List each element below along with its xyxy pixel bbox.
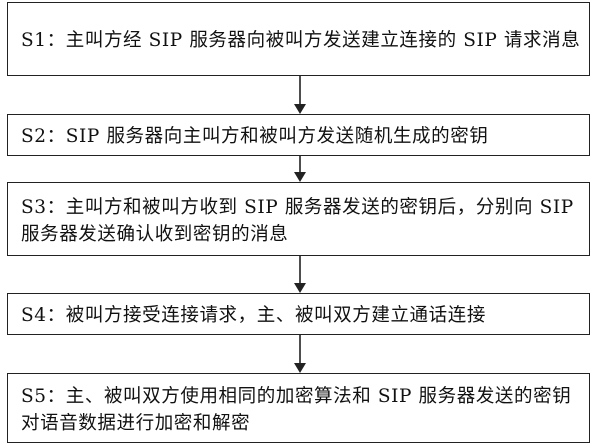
step-box-s4: S4：被叫方接受连接请求，主、被叫双方建立通话连接 — [7, 293, 590, 335]
arrow-s4-s5 — [294, 335, 306, 373]
arrow-s3-s4 — [294, 256, 306, 293]
step-text-s5: S5：主、被叫双方使用相同的加密算法和 SIP 服务器发送的密钥对语音数据进行加… — [21, 385, 572, 434]
arrow-s2-s3 — [294, 156, 306, 182]
step-box-s1: S1：主叫方经 SIP 服务器向被叫方发送建立连接的 SIP 请求消息 — [7, 2, 590, 76]
step-text-s3: S3：主叫方和被叫方收到 SIP 服务器发送的密钥后，分别向 SIP 服务器发送… — [21, 196, 574, 245]
step-box-s3: S3：主叫方和被叫方收到 SIP 服务器发送的密钥后，分别向 SIP 服务器发送… — [7, 182, 590, 256]
step-box-s5: S5：主、被叫双方使用相同的加密算法和 SIP 服务器发送的密钥对语音数据进行加… — [7, 373, 590, 443]
arrow-s1-s2 — [294, 76, 306, 114]
step-text-s2: S2：SIP 服务器向主叫方和被叫方发送随机生成的密钥 — [21, 126, 489, 147]
step-text-s4: S4：被叫方接受连接请求，主、被叫双方建立通话连接 — [21, 305, 486, 326]
step-box-s2: S2：SIP 服务器向主叫方和被叫方发送随机生成的密钥 — [7, 114, 590, 156]
step-text-s1: S1：主叫方经 SIP 服务器向被叫方发送建立连接的 SIP 请求消息 — [21, 30, 581, 51]
